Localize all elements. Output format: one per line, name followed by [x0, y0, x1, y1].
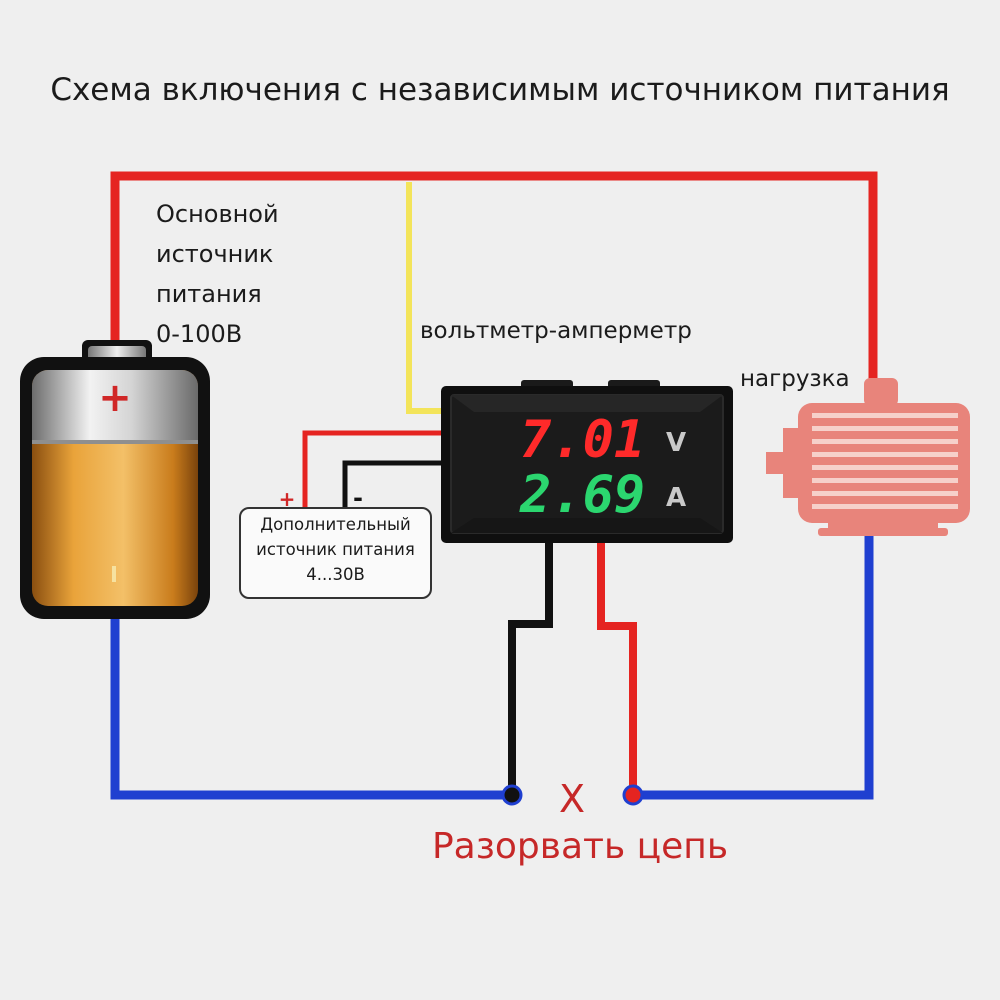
terminal-positive [622, 784, 644, 806]
aux-supply-box: Дополнительный источник питания 4...30В [239, 507, 432, 599]
main-supply-line: питания [156, 280, 262, 308]
page-title: Схема включения с независимым источником… [50, 72, 950, 108]
main-supply-line: Основной [156, 200, 279, 228]
battery-icon: + [20, 340, 210, 619]
aux-supply-line: 4...30В [306, 565, 365, 584]
sense-wire [406, 182, 446, 414]
meter-shunt-wire [597, 538, 637, 795]
break-mark: X [559, 777, 585, 821]
voltage-unit: V [666, 428, 686, 458]
aux-minus-sign: - [353, 484, 363, 512]
aux-plus-sign: + [279, 487, 296, 511]
voltage-readout: 7.01 [520, 410, 645, 470]
battery-negative-wire [110, 612, 512, 800]
battery-plus-sign: + [98, 375, 132, 421]
load-return-wire [633, 535, 874, 800]
main-supply-line: источник [156, 240, 274, 268]
main-supply-line: 0-100В [156, 320, 243, 348]
aux-supply-line: источник питания [256, 540, 415, 559]
main-positive-wire [110, 171, 878, 408]
aux-positive-wire [302, 430, 446, 511]
current-unit: A [666, 483, 686, 513]
aux-supply-line: Дополнительный [260, 515, 411, 534]
current-readout: 2.69 [519, 465, 645, 525]
motor-icon [766, 378, 970, 536]
meter-label: вольтметр-амперметр [420, 318, 692, 344]
aux-negative-wire [342, 460, 446, 511]
voltmeter-ammeter: 7.01 V 2.69 A [441, 380, 733, 543]
meter-ground-wire [508, 538, 553, 795]
break-label: Разорвать цепь [431, 826, 729, 867]
main-supply-label: Основной источник питания 0-100В [156, 194, 279, 354]
load-label: нагрузка [740, 366, 850, 392]
wires [110, 171, 878, 800]
terminal-negative [501, 784, 523, 806]
